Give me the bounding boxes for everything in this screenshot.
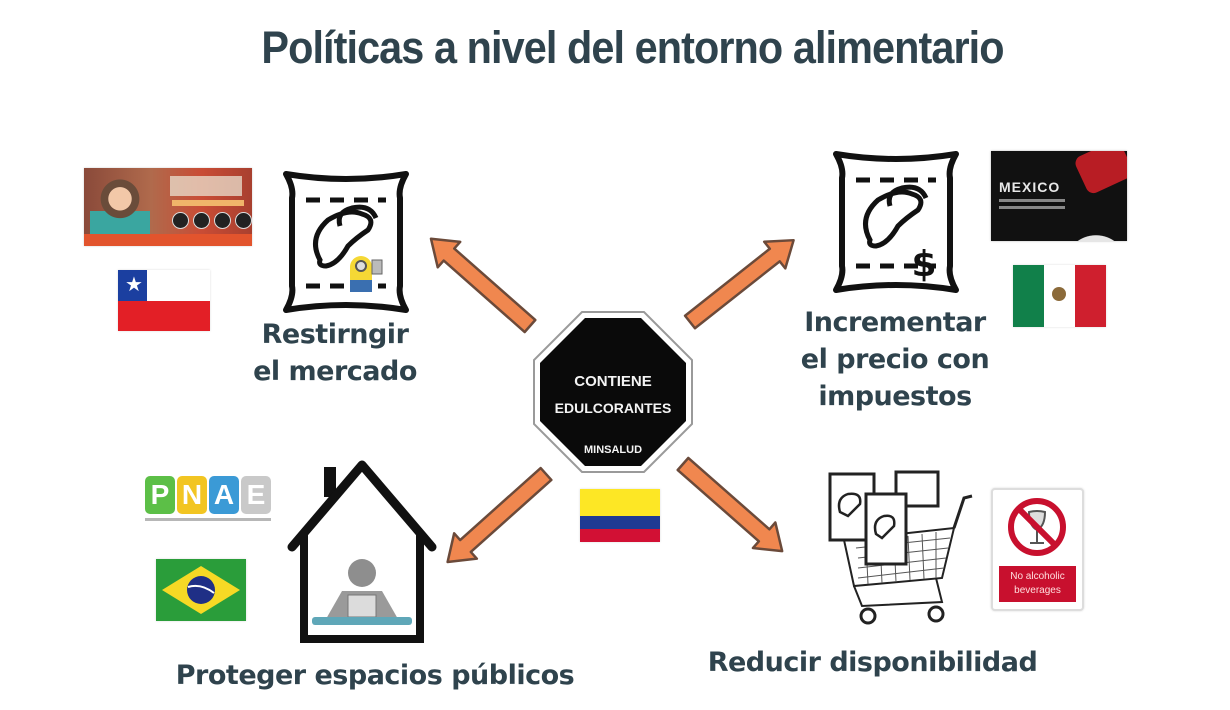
no-alcohol-sign: No alcoholic beverages xyxy=(991,488,1084,611)
minion-figure-icon xyxy=(350,256,383,292)
seal-row xyxy=(172,212,252,229)
campaign-logo xyxy=(170,176,242,196)
child-photo xyxy=(90,174,150,236)
flag-mexico-icon xyxy=(1013,265,1106,327)
caption-subline xyxy=(999,199,1065,202)
octagon-seal-icon xyxy=(172,212,189,229)
pnae-logo: P N A E xyxy=(145,476,273,521)
thumbnail-caption: MEXICO xyxy=(999,179,1061,195)
campaign-banner xyxy=(172,200,244,206)
octagon-line-3: MINSALUD xyxy=(584,444,642,456)
chips-bag-icon xyxy=(283,171,409,313)
label-line: impuestos xyxy=(818,381,972,412)
flag-chile-icon: ★ xyxy=(118,270,210,331)
label-line: el mercado xyxy=(253,356,417,387)
sign-text: No alcoholic beverages xyxy=(999,566,1076,602)
octagon-seal-icon xyxy=(235,212,252,229)
sign-line: No alcoholic xyxy=(1010,571,1065,582)
flag-colombia-icon xyxy=(580,489,660,542)
shopping-cart-icon xyxy=(828,470,973,625)
mexico-tax-thumbnail: MEXICO xyxy=(991,151,1127,241)
label-line: Restirngir xyxy=(261,319,409,350)
pnae-letter: P xyxy=(145,476,175,514)
pnae-letter: A xyxy=(209,476,239,514)
octagon-seal-icon xyxy=(214,212,231,229)
eagle-emblem xyxy=(1052,287,1066,301)
arrow-bottom-left-icon xyxy=(435,460,559,576)
warning-octagon-seal: CONTIENE EDULCORANTES MINSALUD xyxy=(533,311,693,473)
label-restrict-market: Restirngir el mercado xyxy=(230,316,440,390)
pnae-letter: N xyxy=(177,476,207,514)
pnae-subtitle xyxy=(145,518,271,521)
pnae-letter: E xyxy=(241,476,271,514)
label-line: Incrementar xyxy=(804,307,986,338)
octagon-seal-icon xyxy=(193,212,210,229)
label-line: el precio con xyxy=(800,344,990,375)
no-glass-icon xyxy=(1008,498,1066,556)
page-title: Políticas a nivel del entorno alimentari… xyxy=(261,22,1004,73)
chile-campaign-thumbnail xyxy=(84,168,252,246)
campaign-footer xyxy=(84,234,252,246)
chips-bag-dollar-icon: $ xyxy=(833,151,959,293)
label-protect-public-spaces: Proteger espacios públicos xyxy=(175,660,575,691)
label-increase-price: Incrementar el precio con impuestos xyxy=(780,304,1010,415)
octagon-line-2: EDULCORANTES xyxy=(555,400,672,416)
label-reduce-availability: Reducir disponibilidad xyxy=(707,647,1038,678)
soda-can-icon xyxy=(1072,151,1127,196)
sign-line: beverages xyxy=(1014,585,1061,596)
school-house-icon xyxy=(287,460,437,643)
octagon-line-1: CONTIENE xyxy=(574,373,652,390)
caption-subline xyxy=(999,206,1065,209)
dollar-sign-icon: $ xyxy=(911,244,936,285)
sugar-pile xyxy=(1051,221,1127,241)
flag-brazil-icon xyxy=(156,559,246,621)
